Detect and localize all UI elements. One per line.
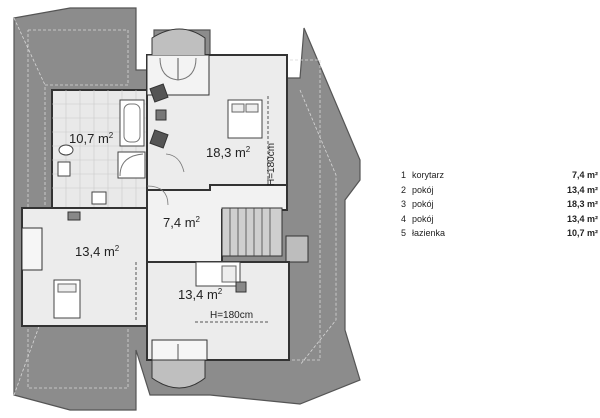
nightstand	[235, 281, 247, 293]
left-window-bay	[21, 227, 43, 271]
room-label-13-4-left: 13,4 m2	[75, 244, 120, 259]
washbasin	[91, 191, 107, 205]
top-bay-window	[151, 28, 206, 55]
chimney	[285, 235, 309, 263]
armchair	[149, 83, 169, 103]
desk-left	[67, 211, 81, 221]
armchair	[149, 129, 169, 149]
room-label-18-3: 18,3 m2	[206, 145, 251, 160]
bottom-bay-window	[151, 360, 206, 389]
room-label-bathroom: 10,7 m2	[69, 131, 114, 146]
room-13-4-left	[21, 207, 148, 327]
staircase	[221, 207, 283, 257]
room-label-13-4-bottom: 13,4 m2	[178, 287, 223, 302]
bidet	[57, 161, 71, 177]
toilet	[58, 144, 74, 156]
height-note-18-3: H=180cm	[266, 143, 277, 186]
table	[155, 109, 167, 121]
shower-curve	[119, 153, 144, 177]
height-note-13-4: H=180cm	[210, 310, 253, 321]
room-label-corridor: 7,4 m2	[163, 215, 201, 230]
shower	[117, 151, 146, 179]
bathtub-inner	[123, 103, 141, 143]
floor-plan: 10,7 m2 18,3 m2 7,4 m2 13,4 m2 13,4 m2 H…	[13, 7, 361, 411]
